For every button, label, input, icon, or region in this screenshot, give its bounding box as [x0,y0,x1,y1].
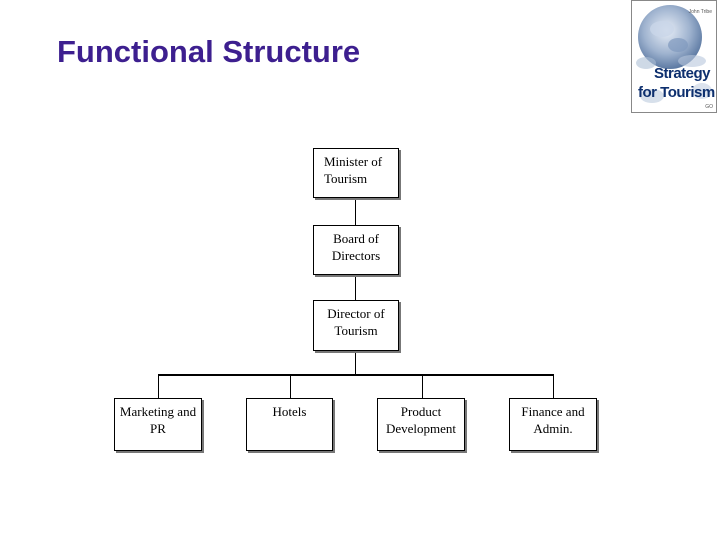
node-director-of-tourism: Director of Tourism [313,300,399,351]
connector-bus-product [422,376,423,399]
book-title-line1: Strategy [654,65,711,82]
node-marketing-and-pr: Marketing and PR [114,398,202,451]
slide-title: Functional Structure [57,34,361,69]
connector-director-bus [355,351,356,375]
book-cover-image: John Tribe Strategy for Tourism GO [631,0,717,113]
node-label: Product Development [385,404,457,436]
connector-board-director [355,274,356,301]
node-label: Finance and Admin. [521,404,585,436]
node-label: Director of Tourism [327,306,385,338]
connector-bus-finance [553,376,554,399]
book-author: John Tribe [688,9,712,15]
connector-minister-board [355,198,356,226]
node-label: Marketing and PR [119,404,197,436]
connector-bus-marketing [158,376,159,399]
node-label: Board of Directors [331,231,381,263]
node-finance-and-admin: Finance and Admin. [509,398,597,451]
globe-icon [636,5,712,103]
node-board-of-directors: Board of Directors [313,225,399,275]
node-label: Minister of Tourism [324,154,383,186]
node-hotels: Hotels [246,398,333,451]
node-minister-of-tourism: Minister of Tourism [313,148,399,198]
node-product-development: Product Development [377,398,465,451]
connector-bus-hotels [290,376,291,399]
node-label: Hotels [272,404,307,419]
book-title-line2: for Tourism [638,84,715,101]
book-publisher: GO [705,104,713,110]
connector-horizontal-bus [158,374,554,376]
